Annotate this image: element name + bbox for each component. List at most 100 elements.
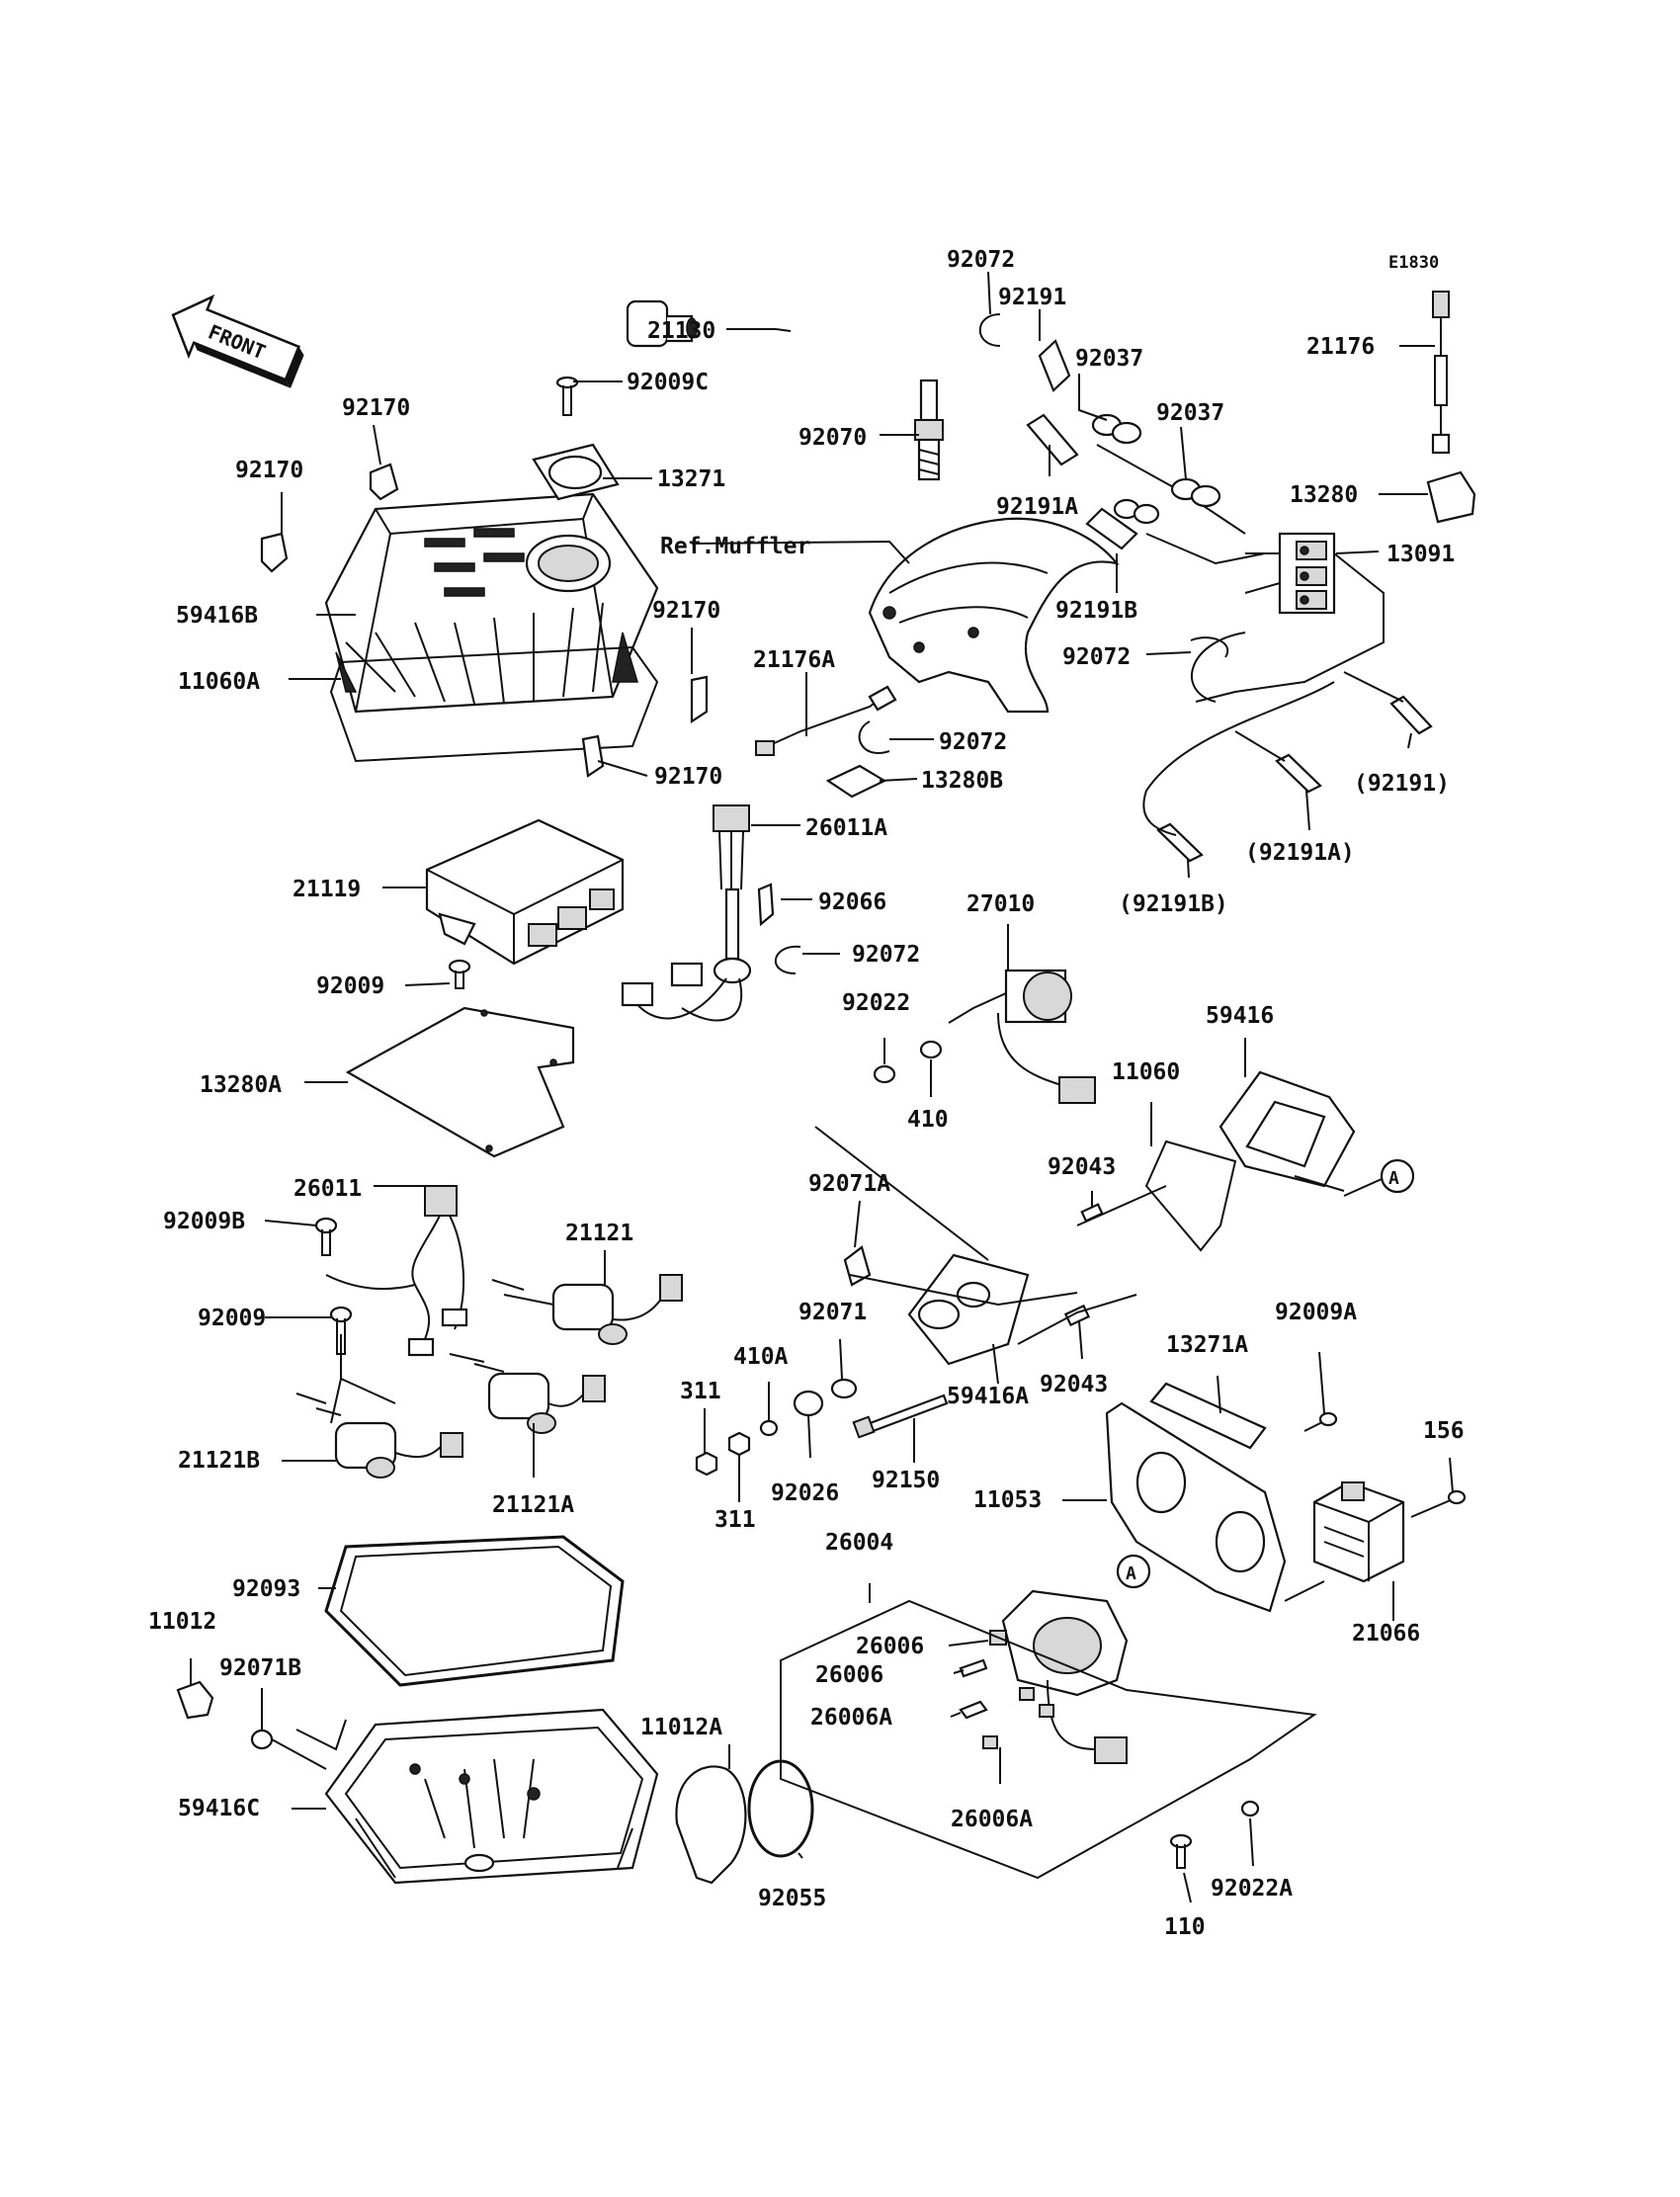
- sensor-21176a: [755, 685, 897, 756]
- gasket-92093-inner: [339, 1545, 613, 1677]
- part-label: 11060: [1112, 1059, 1180, 1085]
- gasket-11060: [1144, 1140, 1237, 1252]
- regulator-21066: [1312, 1480, 1405, 1583]
- part-label: (92191A): [1245, 840, 1355, 866]
- part-label: 21066: [1352, 1621, 1420, 1647]
- nut-311-b: [727, 1431, 751, 1457]
- part-label: 92037: [1156, 400, 1224, 426]
- part-label: 59416: [1206, 1003, 1274, 1029]
- plate-11053: [1105, 1401, 1287, 1613]
- part-label: 92055: [758, 1886, 826, 1911]
- bushing-92071a: [843, 1245, 872, 1287]
- line-21121b: [330, 1334, 396, 1424]
- part-label: 26011A: [805, 815, 887, 841]
- holder-13280b: [825, 764, 887, 799]
- seal-92026: [793, 1390, 824, 1417]
- cover-59416: [1218, 1070, 1356, 1192]
- cap-11012a: [675, 1765, 747, 1885]
- part-label: (92191): [1354, 771, 1450, 797]
- part-label: 92009B: [163, 1209, 245, 1234]
- front-arrow-icon: FRONT: [171, 294, 304, 388]
- screw-92009-ecu: [448, 959, 471, 989]
- part-label: 92072: [852, 942, 920, 968]
- coil-21121a: [449, 1353, 606, 1434]
- part-label: 26006: [815, 1662, 883, 1688]
- part-label: (92191B): [1119, 891, 1228, 917]
- clip-92170-d: [581, 734, 605, 778]
- clip-92072-right: [1190, 636, 1229, 658]
- washer-410a: [759, 1419, 779, 1437]
- screw-92009b: [314, 1217, 338, 1256]
- part-label: 92150: [872, 1468, 940, 1493]
- part-label: 92170: [654, 764, 722, 790]
- tubes: [1026, 339, 1266, 565]
- assembly-line-1: [814, 1126, 989, 1261]
- part-label: 92191B: [1055, 598, 1137, 624]
- callout-a-lower: A: [1116, 1554, 1151, 1589]
- part-label: 26004: [825, 1530, 893, 1556]
- part-label: 27010: [966, 891, 1035, 917]
- part-label: 13271: [657, 466, 725, 492]
- air-box-cover: [324, 492, 659, 714]
- svg-text:A: A: [1388, 1168, 1399, 1189]
- coil-21121b: [295, 1393, 463, 1479]
- part-label: 59416B: [176, 603, 258, 629]
- sensor-27010: [948, 969, 1096, 1104]
- bolt-92150: [852, 1394, 949, 1439]
- part-label: 92072: [939, 729, 1007, 755]
- part-label: 92191: [998, 285, 1066, 310]
- pin-92043-lower: [1063, 1304, 1091, 1327]
- part-label: 92071A: [808, 1171, 890, 1197]
- fuse-26006-b: [959, 1658, 988, 1678]
- part-label: 92072: [947, 247, 1015, 273]
- clamps-92037: [1091, 413, 1221, 525]
- part-label: 92072: [1062, 644, 1131, 670]
- ref-muffler-label: Ref.Muffler: [660, 534, 810, 559]
- gasket-11060a: [329, 645, 659, 763]
- clamp-92072-mid: [858, 720, 890, 754]
- part-label: 26006: [856, 1634, 924, 1659]
- fuse-26006-d: [1039, 1704, 1054, 1718]
- part-label: 21176: [1306, 334, 1375, 360]
- harness-26011: [325, 1185, 468, 1357]
- fuse-26006-c: [1019, 1687, 1035, 1701]
- part-label: 11053: [973, 1487, 1042, 1513]
- part-label: 13091: [1386, 542, 1455, 567]
- screw-92009c: [555, 376, 579, 416]
- holder-13280: [1426, 470, 1476, 524]
- leader-lines: [190, 271, 1454, 1903]
- callout-a-upper: A: [1380, 1158, 1415, 1194]
- part-label: 13280: [1290, 482, 1358, 508]
- spark-plug-cap: [626, 299, 698, 348]
- part-label: 156: [1423, 1418, 1465, 1444]
- part-label: 21119: [293, 877, 361, 902]
- part-label: 11012A: [640, 1715, 722, 1740]
- part-label: 92022: [842, 990, 910, 1016]
- line-92043-lower: [1017, 1294, 1137, 1345]
- clip-92170-a: [369, 463, 399, 501]
- assembly-line-2: [849, 1274, 1078, 1307]
- line-156: [1284, 1580, 1325, 1602]
- line-59416c: [271, 1719, 347, 1770]
- part-label: 311: [714, 1507, 756, 1533]
- washer-92022a: [1240, 1800, 1260, 1817]
- air-box-bottom: [324, 1708, 659, 1885]
- part-label: 11012: [148, 1609, 216, 1635]
- part-label: 13280A: [200, 1072, 282, 1098]
- part-label: 92191A: [996, 494, 1078, 520]
- gasket-13271: [532, 443, 620, 501]
- part-label: 21130: [647, 318, 715, 344]
- part-label: 410A: [733, 1344, 789, 1370]
- grommet-92071b: [250, 1729, 274, 1750]
- terminal-block-13091: [1191, 532, 1385, 703]
- part-label: 92009: [198, 1306, 266, 1331]
- plate-13271a: [1149, 1382, 1267, 1450]
- part-label: 92170: [235, 458, 303, 483]
- screw-156: [1410, 1489, 1467, 1518]
- part-label: 21121B: [178, 1448, 260, 1474]
- part-label: 21121: [565, 1221, 633, 1246]
- bolt-110: [1169, 1833, 1193, 1869]
- part-label: 26011: [294, 1176, 362, 1202]
- seal-92071: [830, 1378, 858, 1399]
- part-label: 92043: [1048, 1154, 1116, 1180]
